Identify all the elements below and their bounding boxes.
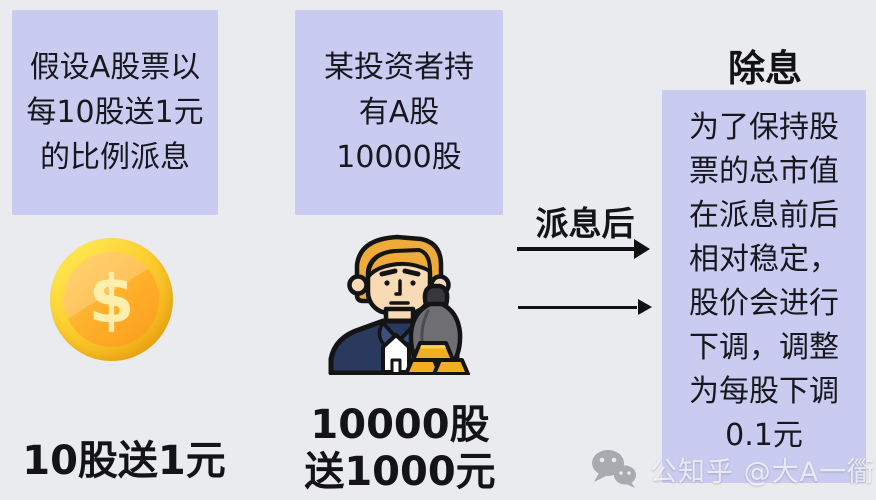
watermark-text: 公知乎 @大A一衟 [650, 456, 876, 488]
arrow-right-icon [517, 239, 650, 259]
arrow-right-icon [518, 299, 652, 315]
holding-payout-caption: 10000股 送1000元 [304, 402, 496, 495]
house-icon [381, 333, 411, 374]
coin-face: $ [64, 252, 159, 347]
dollar-sign-icon: $ [88, 260, 135, 338]
per-ten-shares-caption: 10股送1元 [22, 438, 226, 484]
investor-icon [328, 234, 470, 375]
fringe [366, 248, 432, 279]
ex-dividend-panel: 为了保持股 票的总市值 在派息前后 相对稳定， 股价会进行 下调，调整 为每股下… [662, 90, 866, 483]
after-dividend-label: 派息后 [535, 204, 635, 243]
bag-knot [422, 283, 450, 308]
wechat-icon [592, 450, 636, 488]
assumption-panel: 假设A股票以 每10股送1元 的比例派息 [12, 10, 218, 215]
gold-bars-icon [404, 341, 470, 375]
ex-dividend-heading: 除息 [728, 47, 802, 90]
coin-icon: $ [50, 238, 173, 361]
investor-panel: 某投资者持 有A股 10000股 [295, 10, 503, 215]
ear-left [347, 274, 369, 296]
watermark: 公知乎 @大A一衟 [590, 448, 875, 490]
